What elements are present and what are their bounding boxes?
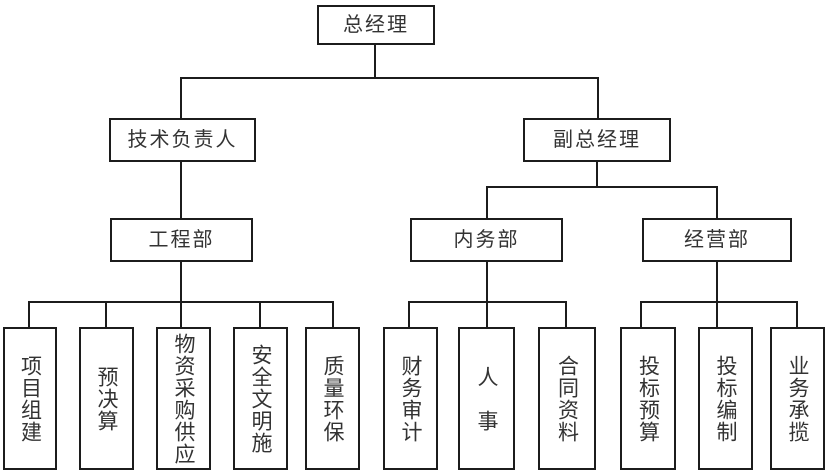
node-financial-audit: 财务审计: [383, 327, 438, 470]
node-deputy-general-manager: 副总经理: [523, 118, 671, 162]
connector-internal-horizontal: [408, 301, 567, 303]
connector-drop-business: [716, 186, 718, 218]
connector-drop-fin: [408, 301, 410, 327]
connector-drop-con: [565, 301, 567, 327]
node-label: 预决算: [95, 365, 120, 432]
connector-tech-eng: [180, 162, 182, 218]
connector-dgm-down: [596, 162, 598, 188]
node-label: 总经理: [343, 14, 409, 36]
node-technical-director: 技术负责人: [109, 118, 256, 162]
connector-drop-internal: [486, 186, 488, 218]
node-contract-documents: 合同资料: [538, 327, 596, 470]
node-label: 财务审计: [399, 354, 424, 443]
connector-drop-qua: [332, 301, 334, 327]
connector-eng-horizontal: [28, 301, 334, 303]
node-bid-budget: 投标预算: [620, 327, 676, 470]
node-label: 投标编制: [714, 354, 739, 443]
connector-internal-down: [486, 262, 488, 327]
node-label: 安全文明施: [249, 343, 274, 454]
node-label: 质量环保: [321, 354, 346, 443]
connector-drop-tech: [180, 77, 182, 118]
node-label: 业务承揽: [786, 354, 811, 443]
connector-drop-prj: [28, 301, 30, 327]
node-label: 经营部: [684, 229, 750, 251]
node-operations-dept: 经营部: [642, 218, 792, 262]
node-engineering-dept: 工程部: [110, 218, 253, 262]
node-label: 人 事: [475, 365, 500, 432]
node-business-contracting: 业务承揽: [770, 327, 825, 470]
node-label: 项目组建: [18, 354, 43, 443]
connector-depts-horizontal: [486, 186, 718, 188]
node-label: 合同资料: [555, 354, 580, 443]
node-safety-civilized-construction: 安全文明施: [233, 327, 288, 470]
connector-level2-horizontal: [180, 77, 599, 79]
connector-eng-down: [180, 262, 182, 327]
connector-drop-bco: [796, 301, 798, 327]
connector-root-down: [374, 45, 376, 78]
node-personnel: 人 事: [458, 327, 515, 470]
node-label: 投标预算: [636, 354, 661, 443]
node-internal-affairs-dept: 内务部: [410, 218, 563, 262]
node-label: 物资采购供应: [172, 332, 197, 465]
node-label: 技术负责人: [127, 129, 238, 151]
connector-drop-dgm: [597, 77, 599, 118]
node-label: 工程部: [148, 229, 215, 251]
node-project-formation: 项目组建: [3, 327, 57, 470]
connector-drop-bbu: [640, 301, 642, 327]
connector-drop-bud: [105, 301, 107, 327]
connector-business-down: [716, 262, 718, 327]
node-label: 内务部: [453, 229, 520, 251]
node-bid-preparation: 投标编制: [698, 327, 753, 470]
node-label: 副总经理: [553, 129, 641, 151]
node-general-manager: 总经理: [317, 5, 435, 45]
connector-drop-saf: [259, 301, 261, 327]
node-material-procurement-supply: 物资采购供应: [156, 327, 211, 470]
node-quality-environmental-protection: 质量环保: [305, 327, 360, 470]
connector-business-horizontal: [640, 301, 798, 303]
node-budget-final-accounts: 预决算: [79, 327, 134, 470]
